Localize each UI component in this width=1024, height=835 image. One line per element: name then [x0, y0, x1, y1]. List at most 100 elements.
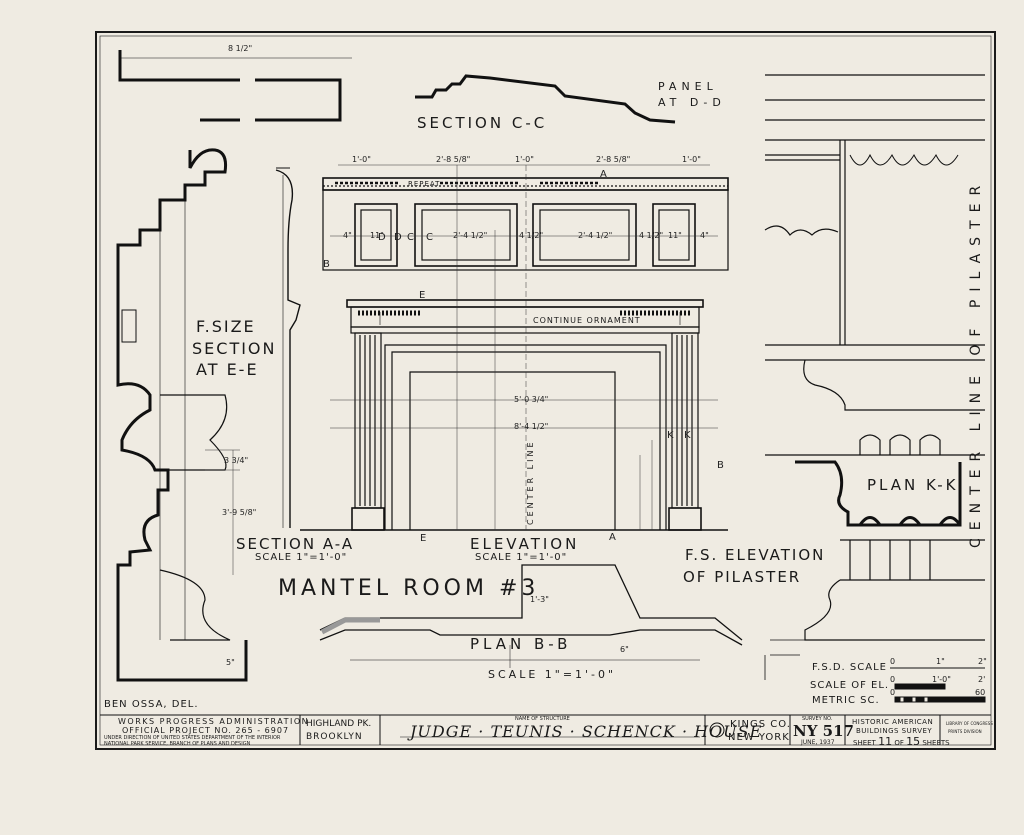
section-marker-c: C: [426, 232, 433, 243]
panel-dd-label-1: PANEL: [658, 80, 718, 93]
top-left-profile: [118, 50, 352, 122]
county: KINGS CO.: [730, 719, 791, 730]
survey-no-label: SURVEY NO.: [802, 716, 833, 722]
panel-dim: 4": [343, 231, 352, 240]
section-marker-a: A: [600, 169, 607, 180]
top-dim: 1'-0": [515, 155, 534, 164]
panel-dim: 4": [700, 231, 709, 240]
section-aa-profile: [275, 167, 301, 528]
scale-tick: 0: [890, 688, 896, 697]
opening-width-dim: 5'-0 3/4": [514, 395, 549, 404]
locality-2: BROOKLYN: [306, 732, 363, 742]
sheet-number: 11: [878, 735, 893, 748]
plan-bb-scale: SCALE 1"=1'-0": [488, 668, 617, 681]
delineator: BEN OSSA, DEL.: [104, 699, 199, 710]
plan-kk-title: PLAN K-K: [867, 476, 959, 494]
panel-dd-label-2: AT D-D: [658, 96, 726, 109]
overall-width-dim: 8'-4 1/2": [514, 422, 549, 431]
fsize-title-1: F.SIZE: [196, 317, 256, 336]
fsize-title-3: AT E-E: [196, 360, 259, 379]
dimension-lines: [205, 164, 718, 575]
dim-1-3: 1'-3": [530, 595, 549, 604]
scale-tick: 0: [890, 675, 896, 684]
panel-dim: 11": [668, 231, 682, 240]
top-overall-dim: 8 1/2": [228, 44, 253, 53]
scale-tick: 0: [890, 657, 896, 666]
sheet-word: SHEET: [853, 739, 876, 747]
panel-dim: 2'-4 1/2": [578, 231, 613, 240]
center-line-label: CENTER LINE: [526, 439, 535, 525]
habs-line-2: BUILDINGS SURVEY: [856, 727, 933, 735]
top-dim: 2'-8 5/8": [596, 155, 631, 164]
survey-no: NY 517: [793, 722, 854, 740]
pilaster-elevation: [764, 74, 985, 680]
under-direction: UNDER DIRECTION OF UNITED STATES DEPARTM…: [104, 735, 281, 741]
section-marker-b: B: [717, 460, 724, 471]
scale-tick: 1": [936, 657, 945, 666]
panel-dim: 4 1/2": [519, 231, 544, 240]
section-aa-scale: SCALE 1"=1'-0": [255, 552, 348, 563]
loc-line-2: PRINTS DIVISION: [948, 729, 982, 734]
repeat-label: REPEAT: [408, 180, 441, 188]
section-marker-a: A: [609, 532, 616, 543]
dim-6: 6": [620, 645, 629, 654]
sheet-count: SHEET 11 OF 15 SHEETS: [853, 735, 950, 748]
panel-dim: 2'-4 1/2": [453, 231, 488, 240]
panel-dim: 4 1/2": [639, 231, 664, 240]
sheet-total: 15: [906, 735, 921, 748]
full-size-section-ee: [116, 148, 248, 682]
section-cc-profile: [415, 74, 676, 124]
mantel-room-title: MANTEL ROOM #3: [278, 576, 540, 601]
sheet-border: [95, 31, 996, 750]
section-aa-title: SECTION A-A: [236, 535, 355, 553]
section-cc-title: SECTION C-C: [417, 114, 548, 132]
habs-line-1: HISTORIC AMERICAN: [852, 718, 934, 726]
dim-3-4: 3 3/4": [224, 456, 249, 465]
wpa-line: WORKS PROGRESS ADMINISTRATION: [118, 717, 310, 726]
section-marker-d: D: [378, 232, 386, 243]
plan-bb-title: PLAN B-B: [470, 635, 572, 653]
loc-line-1: LIBRARY OF CONGRESS: [946, 721, 993, 726]
section-marker-d: D: [394, 232, 402, 243]
mantel-elevation: [300, 177, 729, 531]
official-project: OFFICIAL PROJECT NO. 265 - 6907: [122, 726, 290, 735]
dim-5: 5": [226, 658, 235, 667]
top-dim: 1'-0": [682, 155, 701, 164]
locality-1: HIGHLAND PK.: [306, 719, 372, 729]
elevation-scale: SCALE 1"=1'-0": [475, 552, 568, 563]
section-marker-c: C: [407, 232, 414, 243]
section-marker-e: E: [419, 290, 426, 301]
panel-dim: 11": [370, 231, 384, 240]
section-marker-k: K: [684, 430, 691, 441]
scale-of-el-label: SCALE OF EL.: [810, 680, 890, 691]
section-marker-k: K: [667, 430, 674, 441]
section-marker-b: B: [323, 259, 330, 270]
fsd-scale-label: F.S.D. SCALE: [812, 662, 887, 673]
scale-tick: 1'-0": [932, 675, 951, 684]
top-dim: 1'-0": [352, 155, 371, 164]
scale-bars: [890, 667, 986, 703]
plan-bb: [319, 564, 743, 668]
center-line-pilaster-label: CENTER LINE OF PILASTER: [968, 177, 984, 548]
nps-line: NATIONAL PARK SERVICE, BRANCH OF PLANS A…: [104, 741, 251, 747]
state: NEW YORK: [728, 732, 790, 743]
continue-ornament-label: CONTINUE ORNAMENT: [533, 316, 641, 325]
section-marker-e: E: [420, 533, 427, 544]
of-word: OF: [894, 739, 904, 747]
metric-scale-label: METRIC SC.: [812, 695, 880, 706]
sheets-word: SHEETS: [922, 739, 950, 747]
fs-elevation-title-1: F.S. ELEVATION: [685, 546, 826, 564]
scale-tick: 2": [978, 657, 987, 666]
fs-elevation-title-2: OF PILASTER: [683, 568, 802, 586]
survey-date: JUNE, 1937: [801, 739, 835, 746]
title-block-frame: [100, 714, 991, 745]
fsize-title-2: SECTION: [192, 339, 277, 358]
scale-tick: 60: [975, 688, 986, 697]
top-dim: 2'-8 5/8": [436, 155, 471, 164]
elevation-title: ELEVATION: [470, 535, 580, 553]
scale-tick: 2': [978, 675, 986, 684]
dim-3-9: 3'-9 5/8": [222, 508, 257, 517]
name-of-structure-label: NAME OF STRUCTURE: [515, 716, 570, 722]
structure-name: JUDGE · TEUNIS · SCHENCK · HOUSE: [410, 722, 763, 741]
